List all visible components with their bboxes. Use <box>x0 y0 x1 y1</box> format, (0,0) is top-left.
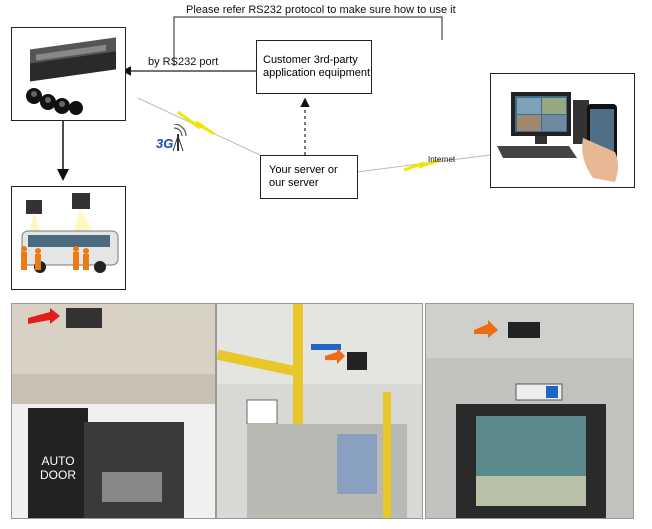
customer-equipment-box: Customer 3rd-party application equipment <box>256 40 372 94</box>
protocol-note: Please refer RS232 protocol to make sure… <box>186 4 456 16</box>
bus-pole-camera-photo <box>216 303 423 519</box>
3g-label: 3G <box>156 136 174 151</box>
client-devices-box <box>490 73 635 188</box>
server-box: Your server or our server <box>260 155 358 199</box>
rs232-port-label: by RS232 port <box>148 56 219 68</box>
server-label: Your server or our server <box>269 164 338 189</box>
protocol-bracket-line <box>173 16 443 66</box>
bus-with-cameras-icon <box>21 193 119 273</box>
bus-door-photo-1: AUTO DOOR <box>11 303 216 519</box>
3g-icon: 3G <box>156 123 190 157</box>
3g-lightning <box>177 110 215 136</box>
pc-and-phone-icon <box>497 92 618 182</box>
mobile-dvr-box <box>11 27 126 121</box>
customer-equipment-label: Customer 3rd-party application equipment <box>263 54 371 79</box>
connector-lines <box>57 16 491 181</box>
mobile-dvr-icon <box>26 37 116 115</box>
bus-illustration-box <box>11 186 126 290</box>
bus-entrance-camera-photo <box>425 303 634 519</box>
auto-door-sign: AUTO DOOR <box>40 454 76 482</box>
internet-lightning <box>403 158 441 172</box>
internet-label: Internet <box>428 155 456 164</box>
